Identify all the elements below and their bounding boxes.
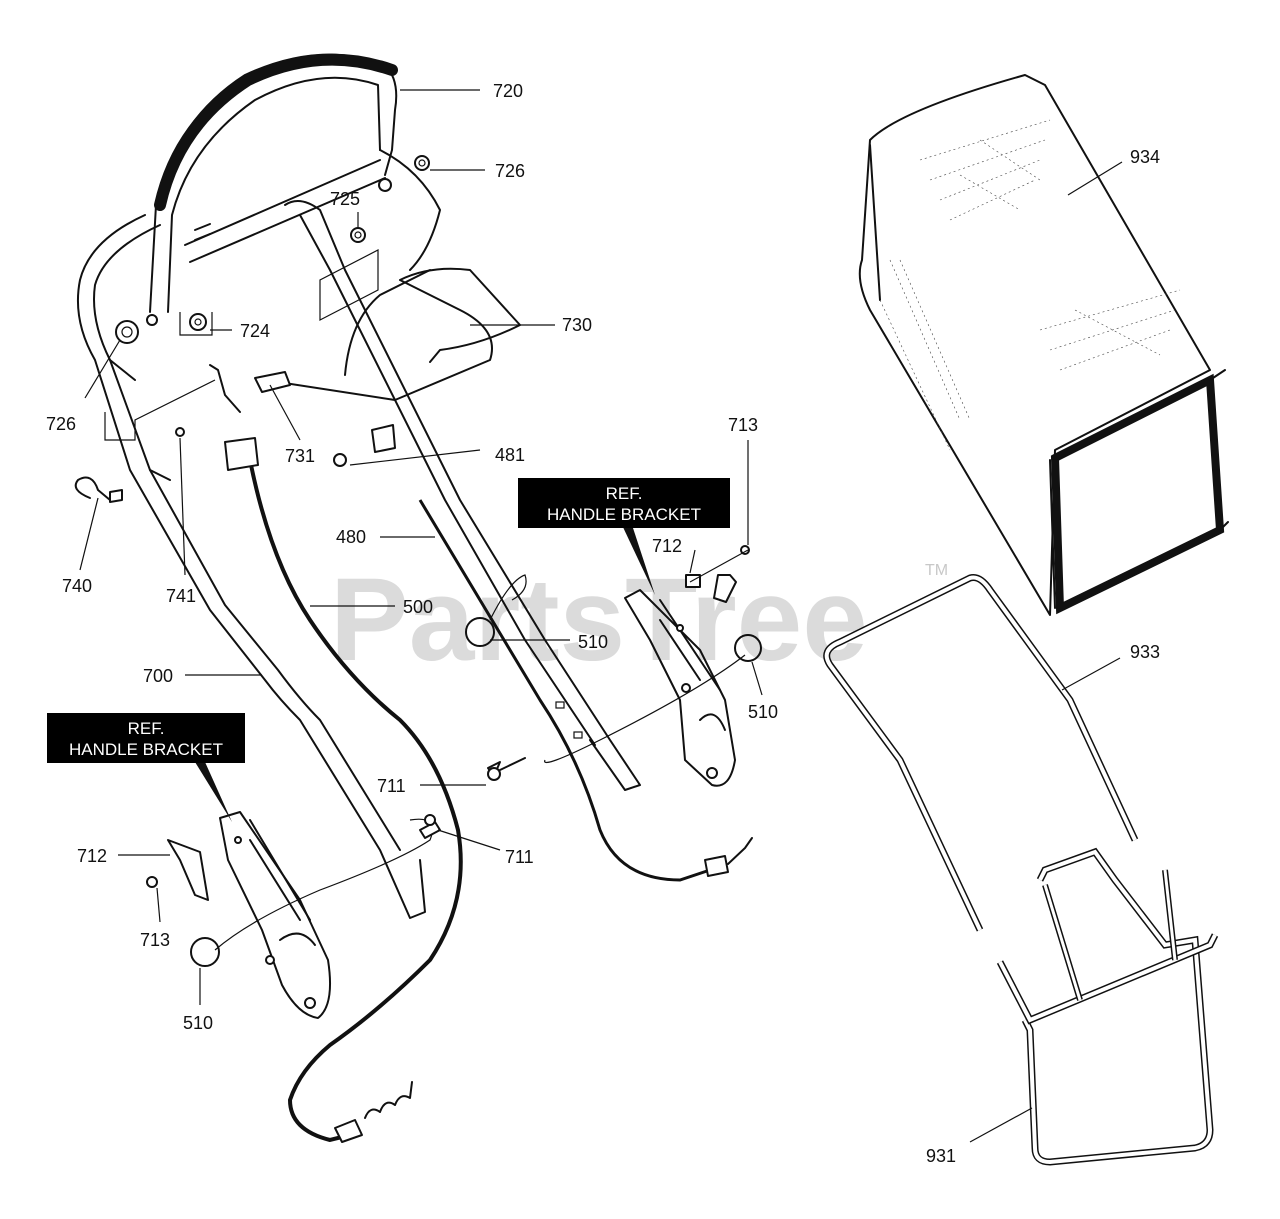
upper-handle-bar (149, 53, 398, 313)
callout-933: 933 (1130, 642, 1160, 662)
callout-711: 711 (377, 776, 406, 796)
callout-713-left: 713 (140, 930, 170, 950)
callout-934: 934 (1130, 147, 1160, 167)
drive-cable (248, 459, 463, 1143)
leader-lines (79, 89, 1123, 1143)
callout-712: 712 (652, 536, 682, 556)
callout-724: 724 (240, 321, 270, 341)
watermark-text: PartsTree (330, 554, 868, 686)
callout-712-left: 712 (77, 846, 107, 866)
handle-bracket-right (624, 589, 736, 787)
ref-label-2: REF. HANDLE BRACKET (47, 713, 245, 763)
ref-label-1-line1: REF. (606, 484, 643, 503)
upper-handle-grip (154, 53, 398, 211)
callout-720: 720 (493, 81, 523, 101)
callout-500: 500 (403, 597, 433, 617)
callout-713: 713 (728, 415, 758, 435)
callout-731: 731 (285, 446, 315, 466)
ref-label-2-line2: HANDLE BRACKET (69, 740, 223, 759)
callout-726: 726 (495, 161, 525, 181)
callout-510: 510 (578, 632, 608, 652)
callout-730: 730 (562, 315, 592, 335)
callout-931: 931 (926, 1146, 956, 1166)
grass-bag (858, 74, 1211, 616)
bag-frame-rod (823, 574, 1139, 932)
ref-label-1-line2: HANDLE BRACKET (547, 505, 701, 524)
callout-481: 481 (495, 445, 525, 465)
callout-480: 480 (336, 527, 366, 547)
callout-510-left: 510 (183, 1013, 213, 1033)
callout-711-lower: 711 (505, 847, 534, 867)
inner-handle-rail (284, 200, 641, 791)
callout-labels: 720 726 725 730 724 726 731 481 713 740 … (46, 81, 1160, 1166)
callout-741: 741 (166, 586, 196, 606)
control-wire (264, 267, 521, 401)
handle-assembly (74, 53, 762, 1143)
callout-740: 740 (62, 576, 92, 596)
callout-510-right: 510 (748, 702, 778, 722)
grass-bag-assembly (823, 74, 1229, 1166)
callout-725: 725 (330, 189, 360, 209)
ref-label-1: REF. HANDLE BRACKET (518, 478, 730, 528)
handle-bracket-left (219, 811, 331, 1019)
watermark-trademark: TM (925, 562, 948, 579)
callout-726-left: 726 (46, 414, 76, 434)
ref-label-2-line1: REF. (128, 719, 165, 738)
callout-700: 700 (143, 666, 173, 686)
outer-handle-frame (76, 214, 426, 919)
watermark: PartsTree TM (330, 554, 948, 686)
